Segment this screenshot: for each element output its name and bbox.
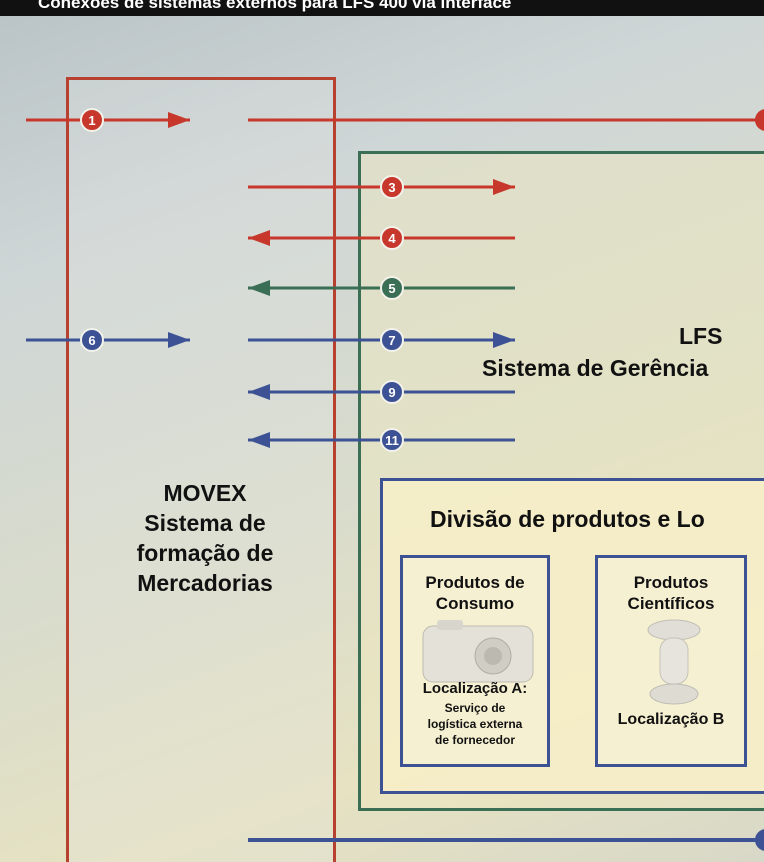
step-number: 1: [88, 113, 95, 128]
movex-system-box: [66, 77, 336, 862]
movex-desc-2: formação de: [136, 540, 274, 566]
card-scientific-title-1: Produtos: [633, 573, 709, 592]
card-consumer-products: Produtos de Consumo Localização A: Servi…: [400, 555, 550, 767]
microscope-icon: [647, 619, 701, 705]
step-badge: [80, 328, 104, 352]
step-badge: [80, 108, 104, 132]
step-number: 7: [388, 333, 395, 348]
card-consumer-detail-1: Serviço de: [444, 701, 506, 715]
card-consumer-detail-3: de fornecedor: [434, 733, 515, 747]
card-consumer-title-1: Produtos de: [425, 573, 525, 592]
division-title: Divisão de produtos e Lo: [430, 506, 705, 532]
card-scientific-products: Produtos Científicos Localização B: [595, 555, 747, 767]
movex-desc-3: Mercadorias: [137, 570, 273, 596]
title-bar: Conexões de sistemas externos para LFS 4…: [0, 0, 764, 16]
step-number: 11: [385, 433, 399, 448]
card-consumer-location: Localização A:: [422, 680, 528, 697]
step-badge: [380, 276, 404, 300]
card-scientific-title: Produtos Científicos: [598, 572, 744, 614]
arrowhead-right: [493, 332, 515, 348]
camera-icon: [422, 620, 534, 683]
step-number: 6: [88, 333, 95, 348]
card-consumer-title: Produtos de Consumo: [403, 572, 547, 614]
step-number: 3: [388, 180, 395, 195]
movex-name: MOVEX: [163, 480, 247, 506]
step-number: 9: [388, 385, 395, 400]
lfs-desc: Sistema de Gerência: [482, 355, 709, 381]
lfs-name: LFS: [679, 323, 723, 349]
lfs-label: LFS Sistema de Gerência: [470, 320, 764, 384]
arrowhead-left: [248, 384, 270, 400]
arrowhead-left: [248, 432, 270, 448]
movex-label: MOVEX Sistema de formação de Mercadorias: [70, 478, 340, 598]
step-number: 4: [388, 231, 396, 246]
step-badge: [380, 328, 404, 352]
step-badge: [380, 226, 404, 250]
card-consumer-title-2: Consumo: [435, 594, 515, 613]
card-consumer-detail-2: logística externa: [427, 717, 523, 731]
step-badge: [380, 175, 404, 199]
card-scientific-location: Localização B: [617, 711, 725, 728]
arrowhead-right: [493, 179, 515, 195]
diagram-title: Conexões de sistemas externos para LFS 4…: [38, 0, 512, 12]
arrowhead-left: [248, 280, 270, 296]
card-consumer-location-detail: Serviço de logística externa de forneced…: [403, 700, 547, 748]
card-scientific-title-2: Científicos: [627, 594, 715, 613]
step-number: 5: [388, 281, 395, 296]
step-badge: [380, 380, 404, 404]
movex-desc-1: Sistema de: [144, 510, 266, 536]
arrowhead-right: [168, 112, 190, 128]
step-badge-edge: [755, 109, 764, 131]
step-badge: [380, 428, 404, 452]
arrowhead-left: [248, 230, 270, 246]
step-badge-edge: [755, 829, 764, 851]
arrowhead-right: [168, 332, 190, 348]
